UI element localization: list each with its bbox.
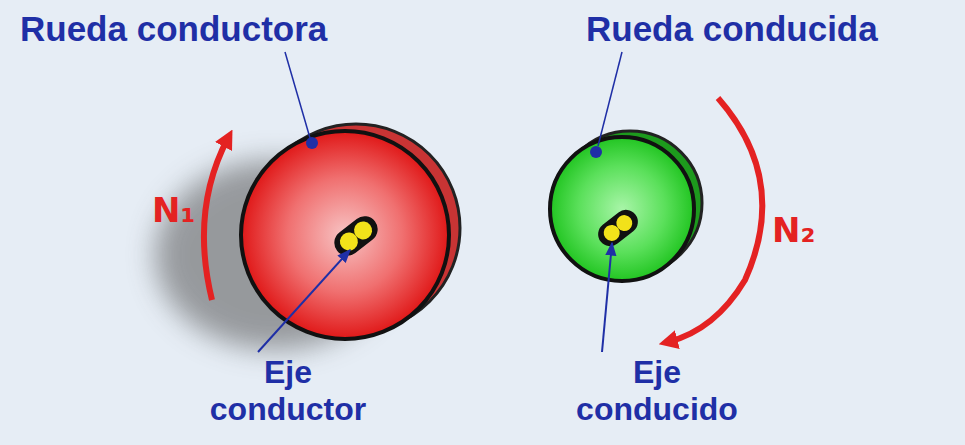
- part-name: Eje conducido: [550, 354, 764, 428]
- leader-line: [602, 243, 612, 352]
- marker-dot: [306, 137, 318, 149]
- marker-dot: [590, 146, 602, 158]
- driver-wheel: [241, 131, 449, 339]
- part-name: Eje conductor: [188, 354, 388, 428]
- rotation-arrow: [204, 138, 228, 300]
- driven-wheel: [550, 137, 694, 281]
- leader-line: [258, 250, 350, 352]
- speed-label: N₁: [152, 192, 195, 229]
- driven-axle: [593, 205, 642, 251]
- rotation-arrow: [668, 98, 762, 342]
- leader-line: [285, 52, 310, 138]
- speed-label: N₂: [772, 212, 815, 249]
- leader-line: [598, 52, 622, 146]
- driver-axle: [329, 211, 383, 261]
- part-name: Rueda conducida: [586, 10, 878, 49]
- part-name: Rueda conductora: [20, 10, 327, 49]
